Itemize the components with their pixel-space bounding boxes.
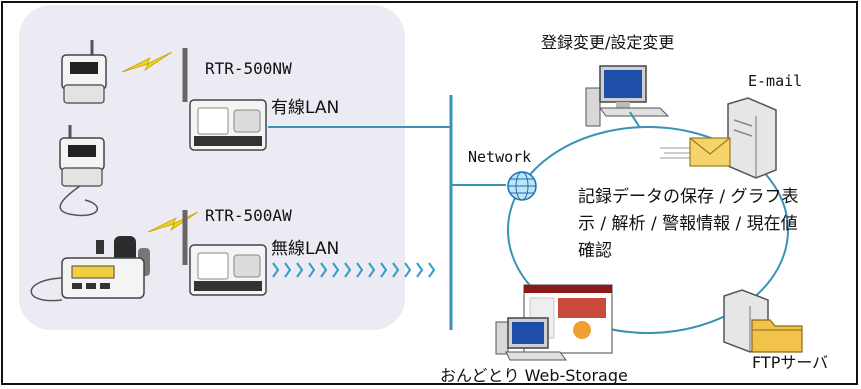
pc-icon — [585, 65, 670, 127]
label-email: E-mail — [748, 72, 803, 90]
globe-icon — [507, 171, 537, 201]
wireless-chevron — [332, 262, 340, 278]
wireless-chevron — [368, 262, 376, 278]
access-point-icon — [182, 210, 267, 296]
label-rtr-500aw: RTR-500AW — [205, 206, 292, 225]
label-network: Network — [468, 148, 532, 166]
wireless-chevron — [296, 262, 304, 278]
data-logger-icon — [30, 236, 150, 302]
label-wireless-lan: 無線LAN — [271, 239, 340, 259]
wireless-chevron — [284, 262, 292, 278]
pc-icon — [495, 317, 567, 361]
data-logger-icon — [61, 40, 107, 104]
wireless-chevron — [416, 262, 424, 278]
wireless-signal — [272, 262, 436, 278]
wireless-chevron — [428, 262, 436, 278]
label-rtr-500nw: RTR-500NW — [205, 59, 292, 78]
pc-link — [629, 111, 641, 129]
wireless-chevron — [272, 262, 280, 278]
wireless-chevron — [356, 262, 364, 278]
envelope-icon — [660, 137, 731, 167]
wireless-chevron — [404, 262, 412, 278]
wireless-chevron — [344, 262, 352, 278]
label-registration: 登録変更/設定変更 — [541, 33, 675, 52]
folder-icon — [751, 319, 803, 353]
data-logger-icon — [59, 125, 105, 217]
lightning-icon — [121, 51, 173, 73]
server-icon — [727, 97, 777, 179]
label-ftp-server: FTPサーバ — [752, 353, 829, 372]
label-wired-lan: 有線LAN — [271, 98, 340, 118]
lightning-icon — [147, 211, 199, 233]
cloud-features-text: 記録データの保存 / グラフ表示 / 解析 / 警報情報 / 現在値確認 — [578, 187, 799, 261]
wireless-chevron — [308, 262, 316, 278]
access-point-icon — [182, 48, 267, 151]
wireless-chevron — [392, 262, 400, 278]
wireless-chevron — [380, 262, 388, 278]
label-web-storage: おんどとり Web-Storage — [440, 366, 628, 385]
wireless-chevron — [320, 262, 328, 278]
cloud-ring — [507, 126, 789, 334]
